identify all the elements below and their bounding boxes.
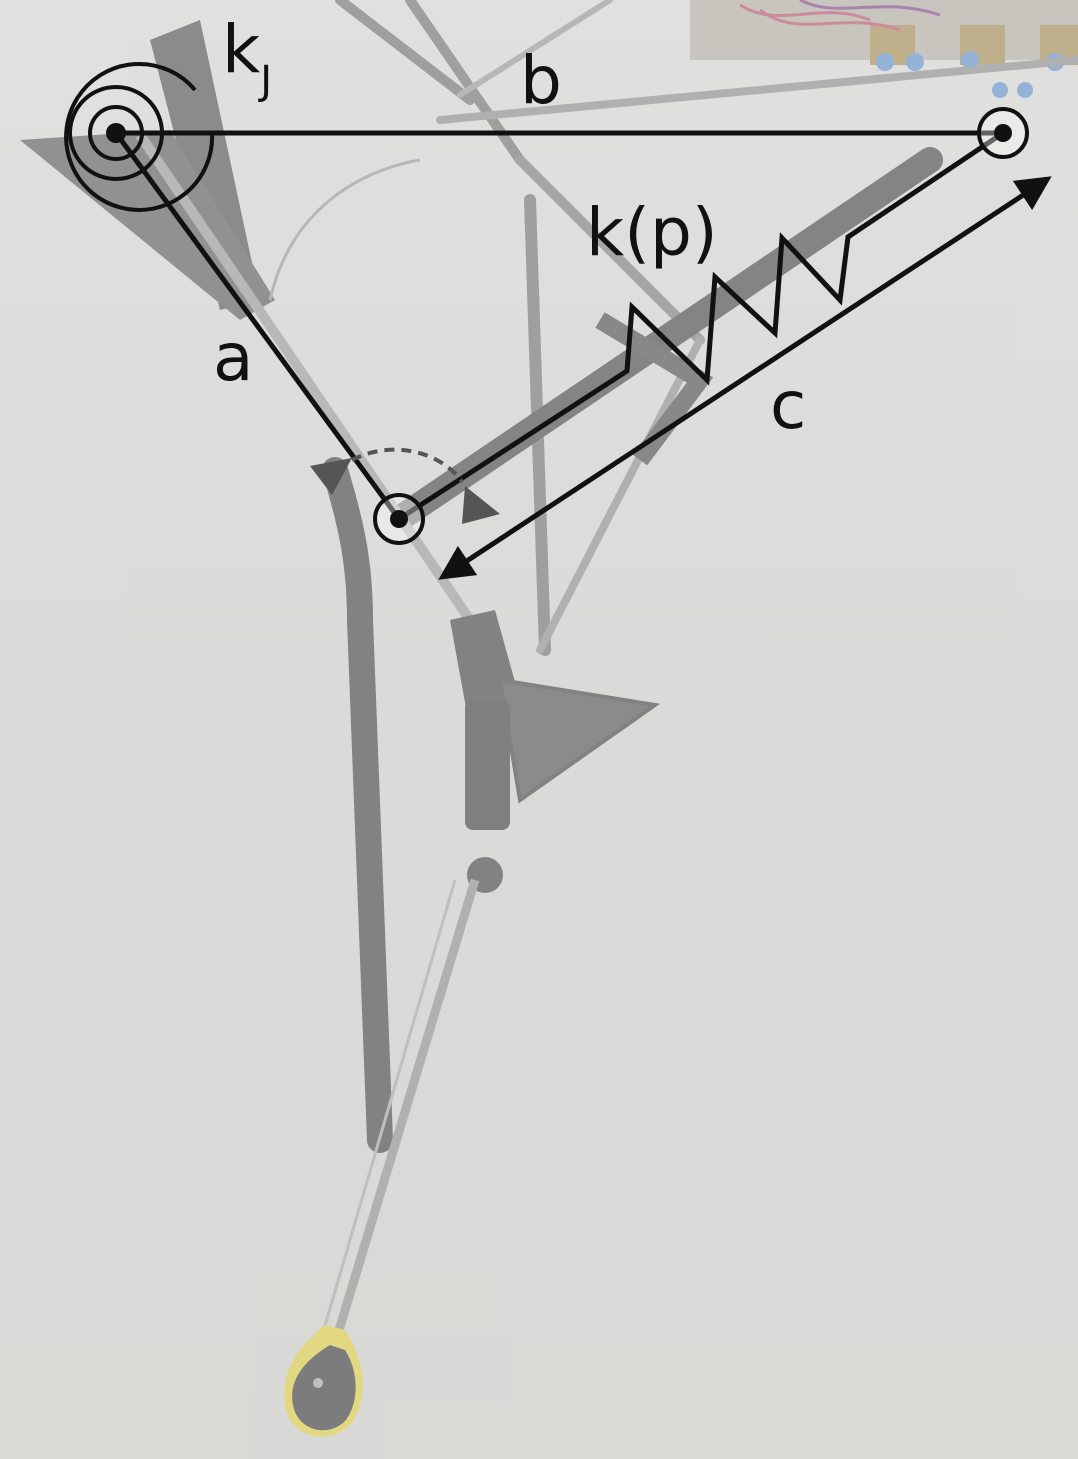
label-kj: kJ [222,11,272,104]
lower-pivot-pin [390,510,408,528]
link-a [113,131,402,521]
upper-anchor-pin [994,124,1012,142]
label-kj-sub: J [257,58,272,104]
foot [284,1325,363,1437]
angle-arrow-left-icon [310,458,352,495]
label-kp: k(p) [586,194,718,271]
hose [322,457,393,1153]
label-c: c [770,367,806,444]
angle-arrow-right-icon [462,486,500,524]
angle-arc [351,447,464,484]
label-b: b [520,42,562,119]
label-kj-main: k [222,11,261,88]
label-a: a [213,319,253,396]
mechanism-overlay: kJ b k(p) a c [64,11,1052,580]
dimension-arrow-c [438,176,1052,580]
lower-shank-rod [325,878,480,1362]
